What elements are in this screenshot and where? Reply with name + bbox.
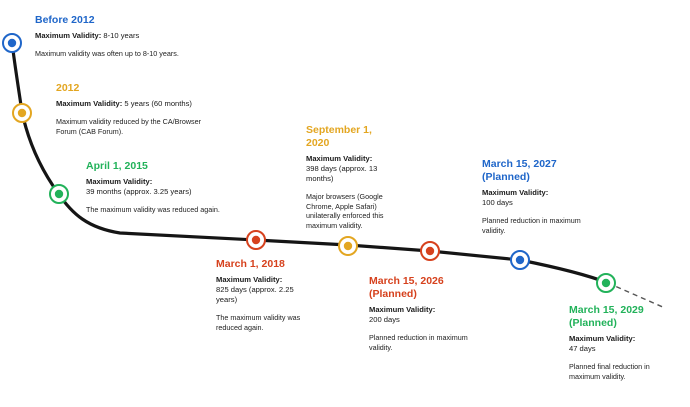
validity-label: Maximum Validity:: [569, 334, 636, 343]
milestone-date: March 15, 2029 (Planned): [569, 304, 644, 329]
milestone-before-2012: Before 2012 Maximum Validity: 8-10 years…: [35, 14, 255, 59]
validity-value: 398 days (approx. 13 months): [306, 164, 378, 183]
validity-value: 5 years (60 months): [124, 99, 192, 108]
milestone-date: 2012: [56, 82, 80, 94]
milestone-description: Planned reduction in maximum validity.: [482, 216, 581, 235]
validity-value: 39 months (approx. 3.25 years): [86, 187, 192, 196]
milestone-marker: [2, 33, 22, 53]
milestone-description: The maximum validity was reduced again.: [86, 205, 220, 214]
milestone-description: Planned reduction in maximum validity.: [369, 333, 468, 352]
milestone-description: Maximum validity was often up to 8-10 ye…: [35, 49, 179, 58]
validity-value: 825 days (approx. 2.25 years): [216, 285, 294, 304]
milestone-marker: [338, 236, 358, 256]
milestone-march-2027: March 15, 2027 (Planned) Maximum Validit…: [482, 158, 582, 235]
validity-value: 100 days: [482, 198, 513, 207]
milestone-date: Before 2012: [35, 14, 95, 26]
milestone-description: Major browsers (Google Chrome, Apple Saf…: [306, 192, 384, 230]
milestone-2012: 2012 Maximum Validity: 5 years (60 month…: [56, 82, 201, 136]
validity-label: Maximum Validity:: [56, 99, 123, 108]
milestone-date: September 1, 2020: [306, 124, 372, 149]
milestone-description: Maximum validity reduced by the CA/Brows…: [56, 117, 201, 136]
milestone-marker: [596, 273, 616, 293]
validity-label: Maximum Validity:: [216, 275, 283, 284]
validity-label: Maximum Validity:: [35, 31, 102, 40]
milestone-date: March 15, 2026 (Planned): [369, 275, 444, 300]
milestone-description: The maximum validity was reduced again.: [216, 313, 301, 332]
milestone-march-2026: March 15, 2026 (Planned) Maximum Validit…: [369, 275, 474, 352]
milestone-september-2020: September 1, 2020 Maximum Validity:398 d…: [306, 124, 386, 230]
validity-label: Maximum Validity:: [369, 305, 436, 314]
milestone-date: March 1, 2018: [216, 258, 285, 270]
milestone-march-2029: March 15, 2029 (Planned) Maximum Validit…: [569, 304, 679, 381]
validity-label: Maximum Validity:: [86, 177, 153, 186]
validity-value: 200 days: [369, 315, 400, 324]
milestone-description: Planned final reduction in maximum valid…: [569, 362, 650, 381]
milestone-marker: [510, 250, 530, 270]
milestone-date: March 15, 2027 (Planned): [482, 158, 557, 183]
validity-value: 8-10 years: [103, 31, 140, 40]
milestone-date: April 1, 2015: [86, 160, 148, 172]
milestone-marker: [246, 230, 266, 250]
milestone-march-2018: March 1, 2018 Maximum Validity:825 days …: [216, 258, 306, 332]
milestone-marker: [12, 103, 32, 123]
validity-label: Maximum Validity:: [482, 188, 549, 197]
validity-value: 47 days: [569, 344, 596, 353]
milestone-marker: [420, 241, 440, 261]
milestone-april-2015: April 1, 2015 Maximum Validity:39 months…: [86, 160, 236, 215]
milestone-marker: [49, 184, 69, 204]
timeline-line-future: [607, 282, 666, 309]
validity-label: Maximum Validity:: [306, 154, 373, 163]
